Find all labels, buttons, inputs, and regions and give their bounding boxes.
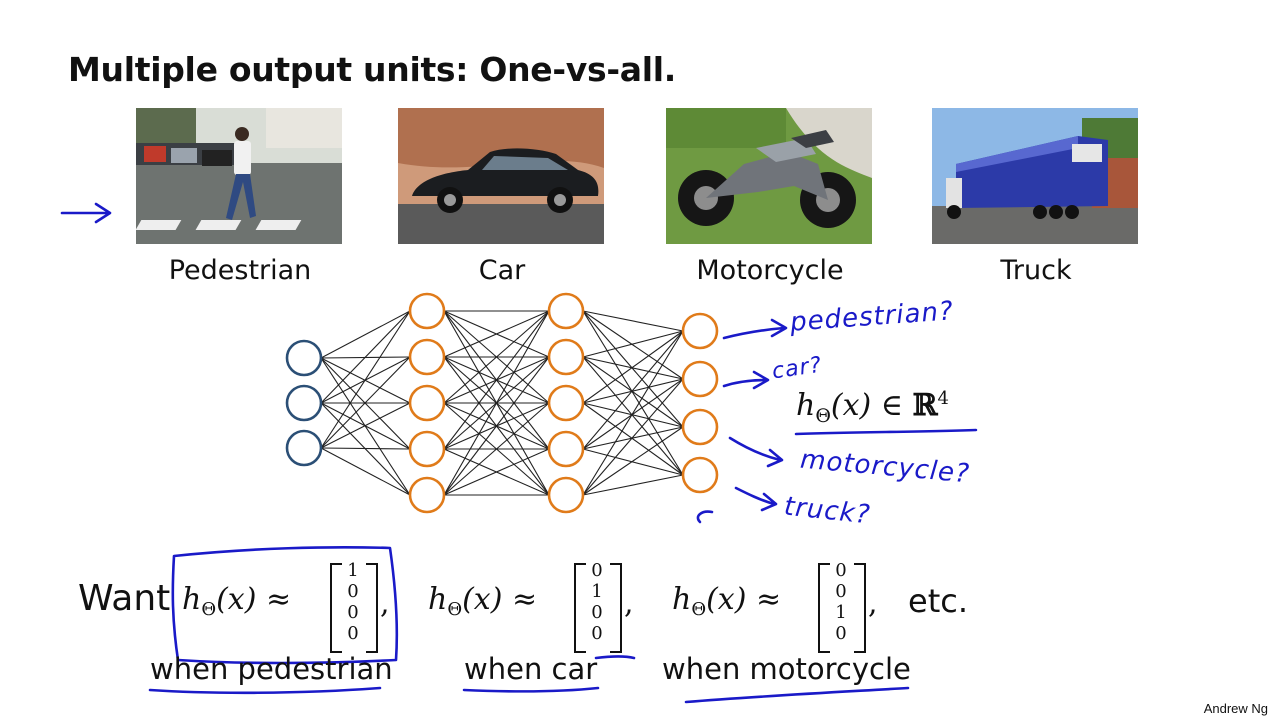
- comma-1: ,: [380, 586, 390, 621]
- want-h-3-approx: ≈: [756, 582, 781, 617]
- when-car: when car: [464, 652, 597, 686]
- vector-2-entry: 0: [582, 602, 612, 623]
- formula-theta: Θ: [815, 405, 831, 427]
- vector-2-entry: 0: [582, 623, 612, 644]
- formula-in: ∈: [881, 388, 903, 423]
- hidden-node: [410, 294, 444, 328]
- input-arrow-icon: [62, 204, 110, 222]
- comma-3: ,: [868, 586, 878, 621]
- vector-2-right-bracket: [610, 563, 622, 653]
- want-h-1-theta: Θ: [201, 599, 216, 620]
- author-credit: Andrew Ng: [1204, 701, 1268, 716]
- vector-2: 0 1 0 0: [582, 560, 612, 644]
- when-pedestrian: when pedestrian: [150, 652, 393, 686]
- output-node: [683, 458, 717, 492]
- vector-3-entry: 0: [826, 581, 856, 602]
- arrow-truck-icon: [736, 488, 776, 510]
- arrow-car-icon: [724, 372, 768, 388]
- network-edge: [321, 448, 410, 495]
- input-node: [287, 386, 321, 420]
- output-node: [683, 314, 717, 348]
- hidden-node: [549, 294, 583, 328]
- vector-2-entry: 0: [582, 560, 612, 581]
- want-word: Want: [78, 578, 170, 619]
- hidden-node: [549, 386, 583, 420]
- want-h-1: hΘ(x) ≈: [182, 582, 291, 617]
- formula-arg: (x): [831, 388, 871, 423]
- hidden-node: [549, 478, 583, 512]
- arrow-pedestrian-icon: [724, 320, 786, 338]
- input-node: [287, 341, 321, 375]
- vector-1-entry: 1: [338, 560, 368, 581]
- output-space-formula: hΘ(x) ∈ ℝ4: [796, 388, 949, 423]
- vector-3-entry: 1: [826, 602, 856, 623]
- want-h-2: hΘ(x) ≈: [428, 582, 537, 617]
- vector-2-entry: 1: [582, 581, 612, 602]
- hidden-node: [410, 478, 444, 512]
- truck-hook-icon: [698, 512, 712, 522]
- want-h-1-approx: ≈: [266, 582, 291, 617]
- output-node: [683, 410, 717, 444]
- vector-3-entry: 0: [826, 560, 856, 581]
- want-h-3-h: h: [672, 582, 691, 617]
- hidden-node: [549, 432, 583, 466]
- network-edge: [583, 379, 683, 403]
- hidden-node: [410, 386, 444, 420]
- network-edges: [321, 311, 683, 495]
- vector-1-entry: 0: [338, 581, 368, 602]
- output-node: [683, 362, 717, 396]
- want-h-2-arg: (x): [462, 582, 502, 617]
- car-overline: [596, 657, 634, 659]
- formula-space: ℝ: [913, 388, 938, 423]
- underline-motorcycle: [686, 688, 908, 702]
- vector-1: 1 0 0 0: [338, 560, 368, 644]
- when-motorcycle: when motorcycle: [662, 652, 911, 686]
- hidden-node: [410, 432, 444, 466]
- vector-3: 0 0 1 0: [826, 560, 856, 644]
- h-underline: [796, 430, 976, 434]
- network-edge: [321, 311, 410, 358]
- vector-3-right-bracket: [854, 563, 866, 653]
- etc-text: etc.: [908, 582, 968, 620]
- vector-1-right-bracket: [366, 563, 378, 653]
- vector-1-entry: 0: [338, 602, 368, 623]
- want-h-3: hΘ(x) ≈: [672, 582, 781, 617]
- want-h-1-h: h: [182, 582, 201, 617]
- underline-car: [464, 688, 598, 691]
- network-edge: [321, 448, 410, 449]
- want-h-2-approx: ≈: [512, 582, 537, 617]
- want-h-1-arg: (x): [216, 582, 256, 617]
- want-h-2-theta: Θ: [447, 599, 462, 620]
- network-edge: [583, 311, 683, 475]
- arrow-motorcycle-icon: [730, 438, 782, 466]
- hidden-node: [410, 340, 444, 374]
- want-h-2-h: h: [428, 582, 447, 617]
- input-node: [287, 431, 321, 465]
- vector-1-entry: 0: [338, 623, 368, 644]
- underline-pedestrian: [150, 688, 380, 693]
- want-h-3-theta: Θ: [691, 599, 706, 620]
- network-edge: [583, 403, 683, 427]
- network-edge: [583, 331, 683, 495]
- formula-h: h: [796, 388, 815, 423]
- hidden-node: [549, 340, 583, 374]
- want-h-3-arg: (x): [706, 582, 746, 617]
- comma-2: ,: [624, 586, 634, 621]
- vector-3-entry: 0: [826, 623, 856, 644]
- formula-power: 4: [937, 388, 948, 409]
